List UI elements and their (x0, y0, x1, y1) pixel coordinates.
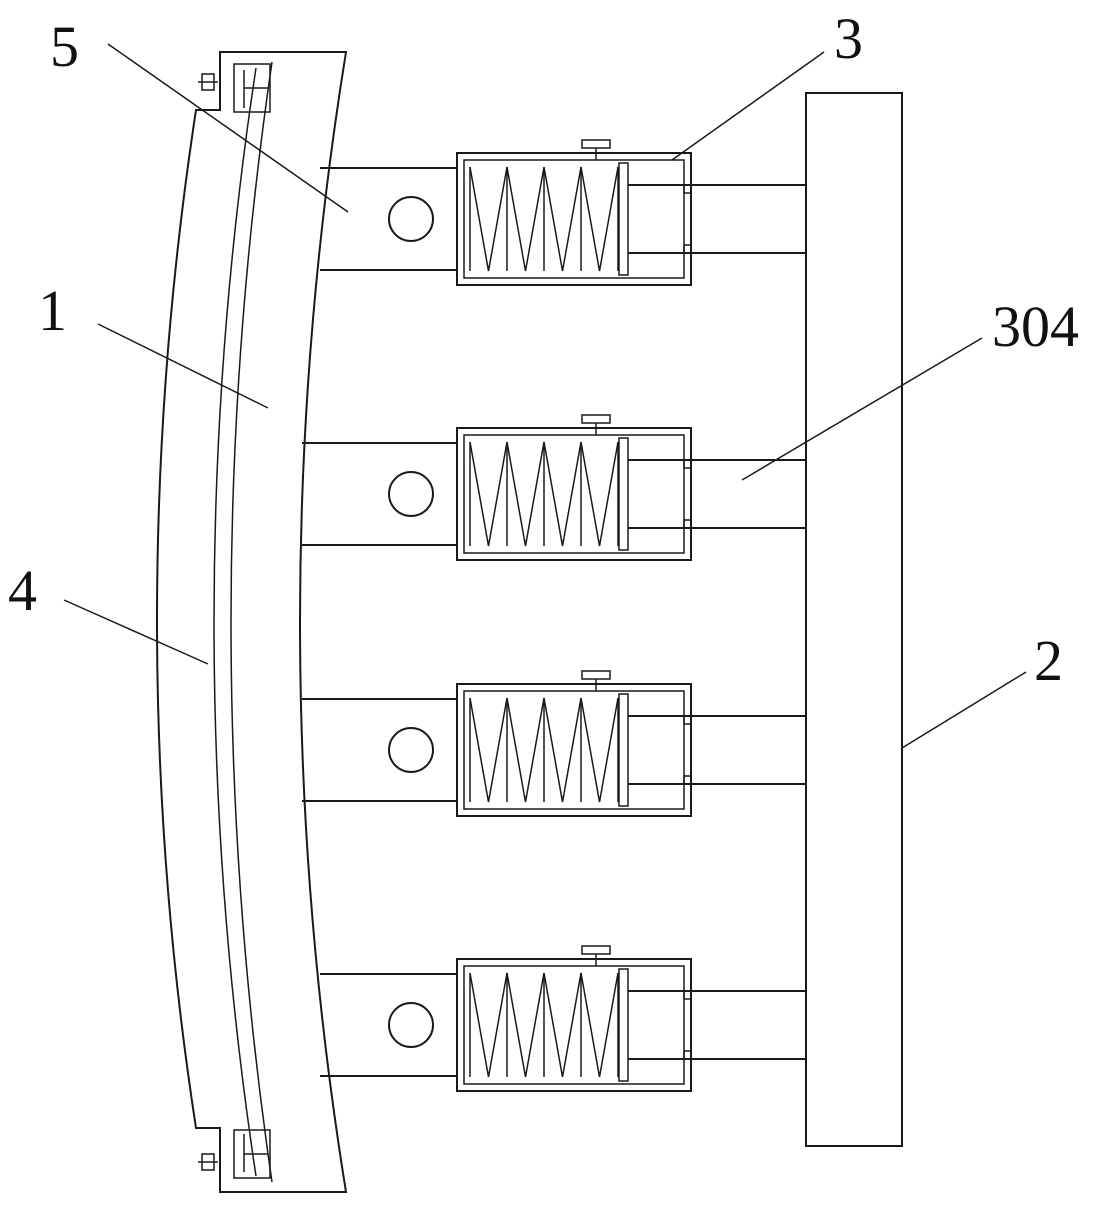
spring-housing-outer (457, 959, 691, 1091)
leader-line-4 (64, 600, 208, 664)
piston-plate (619, 694, 628, 806)
piston-plate (619, 163, 628, 275)
label-3: 3 (834, 6, 863, 71)
spring-assembly-1 (320, 140, 806, 285)
mounting-plate (806, 93, 902, 1146)
pivot-pin (389, 728, 433, 772)
guide-rod (628, 460, 806, 528)
leader-line-3 (672, 52, 824, 160)
piston-plate (619, 969, 628, 1081)
top-bracket (198, 64, 270, 112)
label-4: 4 (8, 558, 37, 623)
guide-rod (628, 716, 806, 784)
label-5: 5 (50, 14, 79, 79)
end-cap (628, 716, 691, 784)
adjust-screw-icon (582, 140, 610, 148)
label-304: 304 (992, 294, 1079, 359)
leader-line-304 (742, 338, 982, 480)
bottom-bracket (198, 1130, 270, 1178)
pivot-pin (389, 197, 433, 241)
pivot-pin (389, 472, 433, 516)
end-cap (628, 460, 691, 528)
spring-assembly-4 (320, 946, 806, 1091)
piston-plate (619, 438, 628, 550)
spring-assembly-3 (302, 671, 806, 816)
pivot-pin (389, 1003, 433, 1047)
arc-plates (157, 52, 346, 1192)
inner-arc-line-b (231, 62, 272, 1182)
adjust-screw-icon (582, 671, 610, 679)
leader-line-1 (98, 324, 268, 408)
adjust-screw-icon (582, 946, 610, 954)
label-2: 2 (1034, 628, 1063, 693)
end-cap (628, 991, 691, 1059)
end-cap (628, 185, 691, 253)
spring-housing-outer (457, 684, 691, 816)
spring-assembly-2 (302, 415, 806, 560)
spring-housing-outer (457, 428, 691, 560)
inner-arc-line-a (214, 68, 256, 1176)
adjust-screw-icon (582, 415, 610, 423)
label-1: 1 (38, 278, 67, 343)
leader-line-5 (108, 44, 348, 212)
guide-rod (628, 991, 806, 1059)
spring-assemblies (302, 140, 806, 1091)
leader-lines (64, 44, 1026, 748)
guide-rod (628, 185, 806, 253)
leader-line-2 (902, 672, 1026, 748)
spring-housing-outer (457, 153, 691, 285)
